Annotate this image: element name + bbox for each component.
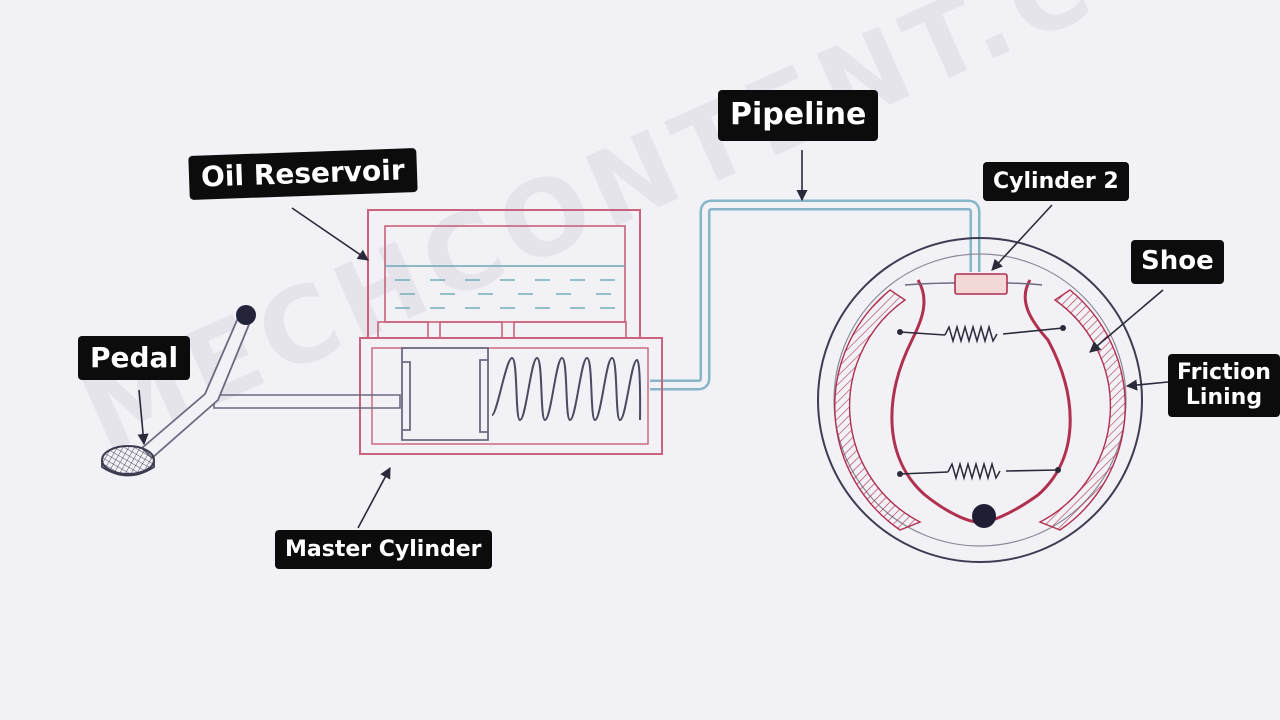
shoe-left bbox=[890, 279, 979, 524]
callout-arrows bbox=[137, 150, 1169, 529]
brake-drum bbox=[817, 237, 1143, 563]
master-cylinder bbox=[359, 337, 663, 455]
pedal-pad bbox=[101, 445, 155, 475]
upper-spring bbox=[897, 324, 1066, 344]
shoe-right bbox=[981, 279, 1072, 524]
label-shoe: Shoe bbox=[1131, 240, 1224, 284]
return-spring bbox=[491, 356, 642, 422]
reservoir-ports bbox=[377, 321, 627, 339]
wheel-cylinder bbox=[954, 273, 1008, 295]
pipeline bbox=[650, 199, 981, 391]
piston bbox=[401, 347, 489, 441]
label-pedal: Pedal bbox=[78, 336, 191, 381]
label-oil-reservoir: Oil Reservoir bbox=[188, 148, 418, 201]
lining-left bbox=[834, 289, 922, 531]
label-pipeline: Pipeline bbox=[718, 90, 879, 141]
anchor-pin bbox=[972, 504, 996, 528]
label-friction-lining: Friction Lining bbox=[1168, 354, 1280, 417]
reservoir-fluid bbox=[385, 265, 625, 309]
lower-spring bbox=[897, 461, 1061, 481]
label-master-cylinder: Master Cylinder bbox=[275, 530, 492, 570]
label-cylinder-2: Cylinder 2 bbox=[983, 162, 1129, 202]
oil-reservoir bbox=[367, 209, 641, 339]
pedal-pivot bbox=[236, 305, 256, 325]
pedal-assembly bbox=[101, 305, 401, 477]
lining-right bbox=[1038, 289, 1126, 531]
